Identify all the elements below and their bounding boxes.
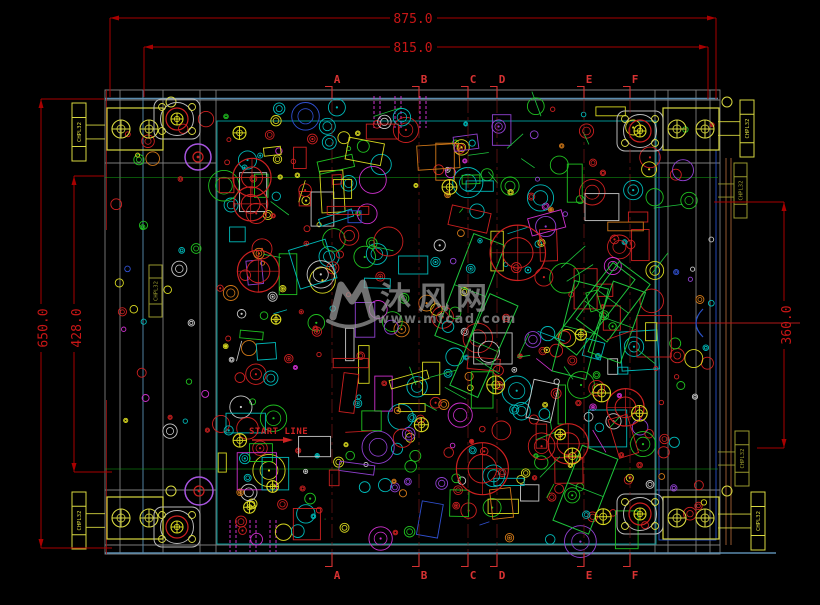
watermark-logo-swoosh <box>326 315 380 329</box>
bracket-label: CHPL32 <box>154 281 160 301</box>
watermark-brand: 沐风网 <box>380 281 494 317</box>
section-ticks-top <box>325 85 631 98</box>
dimension-layer: 875.0 815.0 650.0 428.0 360.0 <box>37 12 795 549</box>
sprue-bracket <box>695 308 704 338</box>
core-area-outline <box>216 120 657 545</box>
bracket-label: CHPL32 <box>740 449 746 469</box>
section-ticks-bottom <box>325 553 631 568</box>
section-letter-a-top: A <box>334 73 341 86</box>
mold-features: CHPL32CHPL32CHPL32CHPL32CHPL32CHPL32CHPL… <box>71 96 766 551</box>
dimension-lines <box>40 17 785 549</box>
bracket-label: CHPL32 <box>756 511 762 531</box>
dim-width-inner: 815.0 <box>393 41 432 56</box>
bracket-label: CHPL32 <box>77 122 83 142</box>
plate-edge-lines <box>105 97 776 554</box>
dim-height-inner: 428.0 <box>70 308 85 347</box>
dim-height-right: 360.0 <box>780 305 795 344</box>
dim-width-outer: 875.0 <box>393 12 432 27</box>
watermark-site-url: www.mfcad.com <box>377 312 517 327</box>
mold-internal-details <box>110 91 715 558</box>
section-markers: A B C D E F A B C D E F <box>325 73 638 582</box>
dim-height-outer: 650.0 <box>37 308 52 347</box>
right-brown-lines <box>725 158 732 545</box>
section-letter-f-bottom: F <box>632 569 639 582</box>
plate-outline <box>104 89 721 555</box>
section-letter-c-bottom: C <box>470 569 477 582</box>
start-line-arrow-head <box>283 437 293 443</box>
section-letter-b-bottom: B <box>421 569 428 582</box>
section-letter-d-bottom: D <box>499 569 506 582</box>
section-cut-lines <box>331 99 631 552</box>
section-letter-c-top: C <box>470 73 477 86</box>
bracket-label: CHPL32 <box>745 119 751 139</box>
section-letter-b-top: B <box>421 73 428 86</box>
watermark-logo-icon <box>329 279 376 321</box>
bracket-label: CHPL32 <box>739 181 745 201</box>
bracket-label: CHPL32 <box>77 511 83 531</box>
start-line-label: START LINE <box>249 427 308 437</box>
start-line-annotation: START LINE <box>249 427 308 443</box>
section-letter-e-top: E <box>586 73 593 86</box>
cut-line-path <box>331 99 631 552</box>
section-letter-f-top: F <box>632 73 639 86</box>
section-letter-e-bottom: E <box>586 569 593 582</box>
green-parting-lines <box>105 177 718 470</box>
section-letter-d-top: D <box>499 73 506 86</box>
watermark: 沐风网 www.mfcad.com <box>326 279 517 329</box>
section-letter-a-bottom: A <box>334 569 341 582</box>
